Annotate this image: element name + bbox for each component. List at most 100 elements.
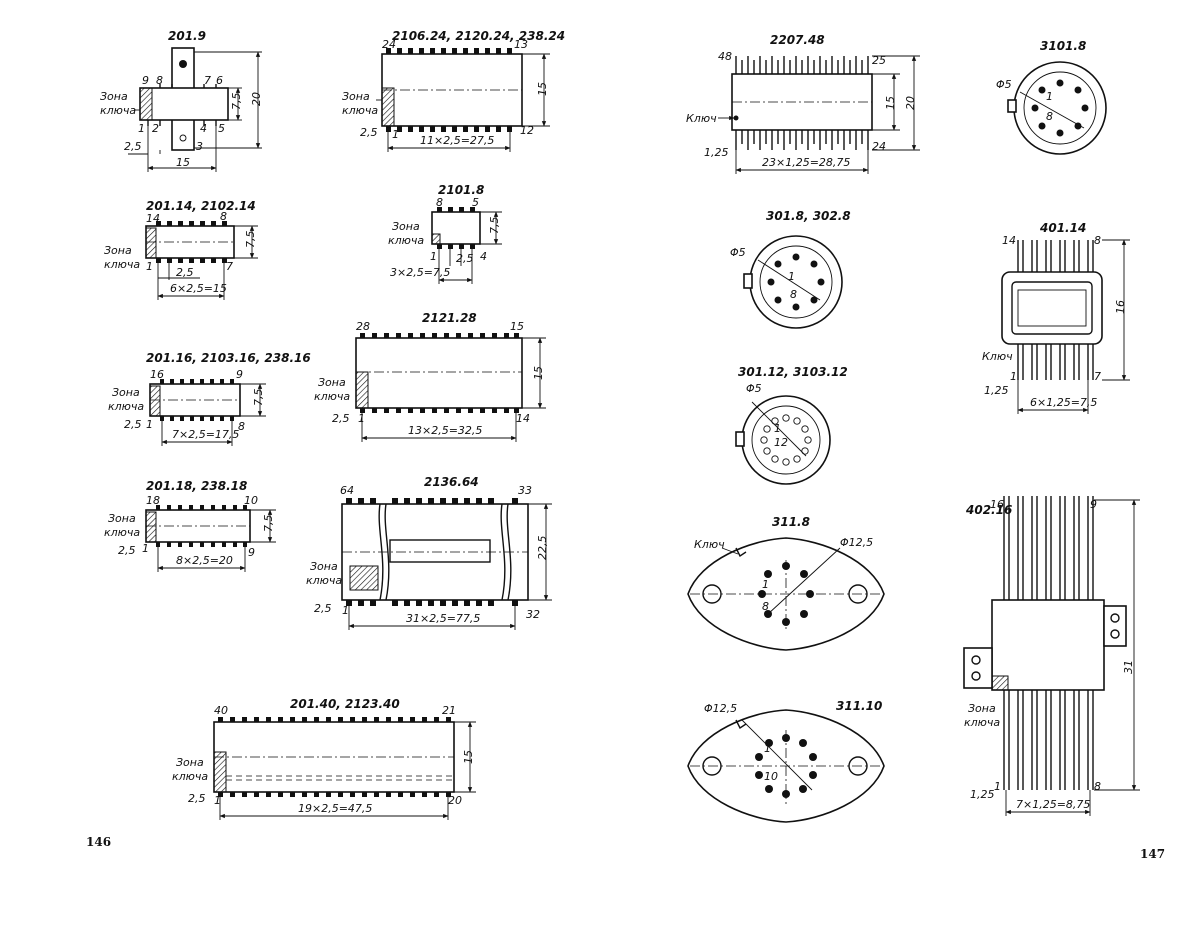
pin-label: 7: [1094, 370, 1101, 383]
pin-label: 1: [342, 604, 349, 617]
key-zone-hatch: [213, 751, 227, 793]
key-zone-label: ключа: [108, 400, 144, 413]
pin-label: 8: [238, 420, 245, 433]
key-zone-hatch: [431, 233, 441, 245]
pin-label: 28: [356, 320, 370, 333]
pin-label: 8: [1094, 780, 1101, 793]
key-zone-label: ключа: [104, 258, 140, 271]
package-title: 301.12, 3103.12: [738, 365, 848, 379]
package-201-40: 201.40, 2123.40 40 21 1 20 Зона ключа 15…: [172, 697, 476, 820]
pin-label: 33: [518, 484, 532, 497]
pin-circle: [755, 734, 817, 798]
package-title: 301.8, 302.8: [766, 209, 851, 223]
key-zone-label: ключа: [172, 770, 208, 783]
pin-circle: [767, 253, 825, 311]
dimension-label: Φ5: [996, 78, 1012, 91]
package-title: 201.18, 238.18: [146, 479, 247, 493]
pin-label: 14: [516, 412, 530, 425]
package-title: 2136.64: [424, 475, 479, 489]
package-title: 401.14: [1039, 221, 1086, 235]
key-zone-label: ключа: [964, 716, 1000, 729]
pin-label: 1: [788, 270, 795, 283]
dimension-label: 6×1,25=7,5: [1030, 396, 1097, 409]
key-zone-label: Зона: [100, 90, 128, 103]
dimension-label: 19×2,5=47,5: [298, 802, 372, 815]
dimension-label: 15: [176, 156, 190, 169]
dimension-label: Φ5: [746, 382, 762, 395]
package-title: 3101.8: [1040, 39, 1086, 53]
key-zone-hatch: [139, 87, 153, 121]
pin-label: 25: [872, 54, 886, 67]
pin-label: 5: [472, 196, 479, 209]
dimension-label: 1,25: [970, 788, 995, 801]
pin-circle: [1031, 79, 1089, 137]
dimension-label: 15: [462, 750, 475, 764]
package-2207-48: 2207.48 48 25 24 Ключ 15 20 1,25 23×1,25…: [686, 33, 920, 174]
dimension-label: 2,5: [118, 544, 136, 557]
dimension-label: 15: [884, 96, 897, 110]
pin-label: 10: [764, 770, 778, 783]
dimension-label: 20: [250, 92, 263, 106]
package-201-18: 201.18, 238.18 18 10 1 9 Зона ключа 7,5 …: [104, 479, 276, 572]
pin-label: 3: [196, 140, 203, 153]
pin-label: 14: [146, 212, 160, 225]
package-2101-8: 2101.8 8 5 1 4 Зона ключа 7,5 2,5 3×2,5=…: [388, 183, 502, 284]
pin-label: 1: [358, 412, 365, 425]
dimension-label: 15: [536, 82, 549, 96]
pin-label: 48: [718, 50, 732, 63]
package-402-16: 402.16 16 9 1 8 Зона ключа 31 1,25 7×1,2…: [963, 496, 1140, 816]
pin-label: 6: [216, 74, 223, 87]
key-zone-label: ключа: [306, 574, 342, 587]
pin-label: 8: [436, 196, 443, 209]
package-title: 201.16, 2103.16, 238.16: [146, 351, 311, 365]
package-title: 201.40, 2123.40: [290, 697, 400, 711]
package-title: 201.9: [168, 29, 206, 43]
page-number-left: 146: [86, 835, 111, 849]
key-zone-hatch: [149, 385, 161, 417]
pin-label: 5: [218, 122, 225, 135]
package-201-14: 201.14, 2102.14 14 8 1 7 Зона ключа 7,5 …: [104, 199, 258, 300]
package-title: 311.10: [836, 699, 882, 713]
dimension-label: 2,5: [124, 140, 142, 153]
package-title: 2207.48: [770, 33, 825, 47]
package-311-8: 311.8 1 8 Ключ Φ12,5: [687, 515, 885, 651]
pin-label: 10: [244, 494, 258, 507]
dimension-label: Φ12,5: [704, 702, 737, 715]
pin-label: 16: [150, 368, 164, 381]
key-zone-hatch: [991, 675, 1009, 691]
pin-label: 1: [392, 128, 399, 141]
key-zone-label: Зона: [176, 756, 204, 769]
package-311-10: 311.10 1 10 Φ12,5: [687, 699, 885, 823]
pin-label: 32: [526, 608, 540, 621]
dimension-label: 2,5: [314, 602, 332, 615]
dimension-label: 31×2,5=77,5: [406, 612, 480, 625]
dimension-label: 2,5: [332, 412, 350, 425]
key-zone-label: Зона: [112, 386, 140, 399]
key-label: Ключ: [686, 112, 717, 125]
package-title: 311.8: [772, 515, 810, 529]
dimension-label: 20: [904, 96, 917, 110]
dimension-label: 2,5: [124, 418, 142, 431]
dimension-label: 7,5: [244, 231, 257, 249]
pin-label: 8: [762, 600, 769, 613]
pin-label: 1: [994, 780, 1001, 793]
dimension-label: 1,25: [984, 384, 1009, 397]
pin-label: 8: [220, 210, 227, 223]
pin-label: 40: [214, 704, 228, 717]
pin-label: 7: [226, 260, 233, 273]
pin-label: 8: [1094, 234, 1101, 247]
dimension-label: 2,5: [188, 792, 206, 805]
pin-label: 1: [774, 422, 781, 435]
dimension-label: 7,5: [488, 217, 501, 235]
package-title: 2121.28: [422, 311, 477, 325]
pin-label: 4: [480, 250, 487, 263]
key-zone-label: ключа: [314, 390, 350, 403]
pin-label: 15: [510, 320, 524, 333]
key-zone-hatch: [355, 371, 369, 409]
dimension-label: 7,5: [252, 389, 265, 407]
pin-row-bottom: [735, 130, 869, 150]
dimension-label: 2,5: [360, 126, 378, 139]
pin-circle: [758, 562, 814, 626]
key-zone-hatch: [381, 87, 395, 127]
pin-label: 9: [248, 546, 255, 559]
